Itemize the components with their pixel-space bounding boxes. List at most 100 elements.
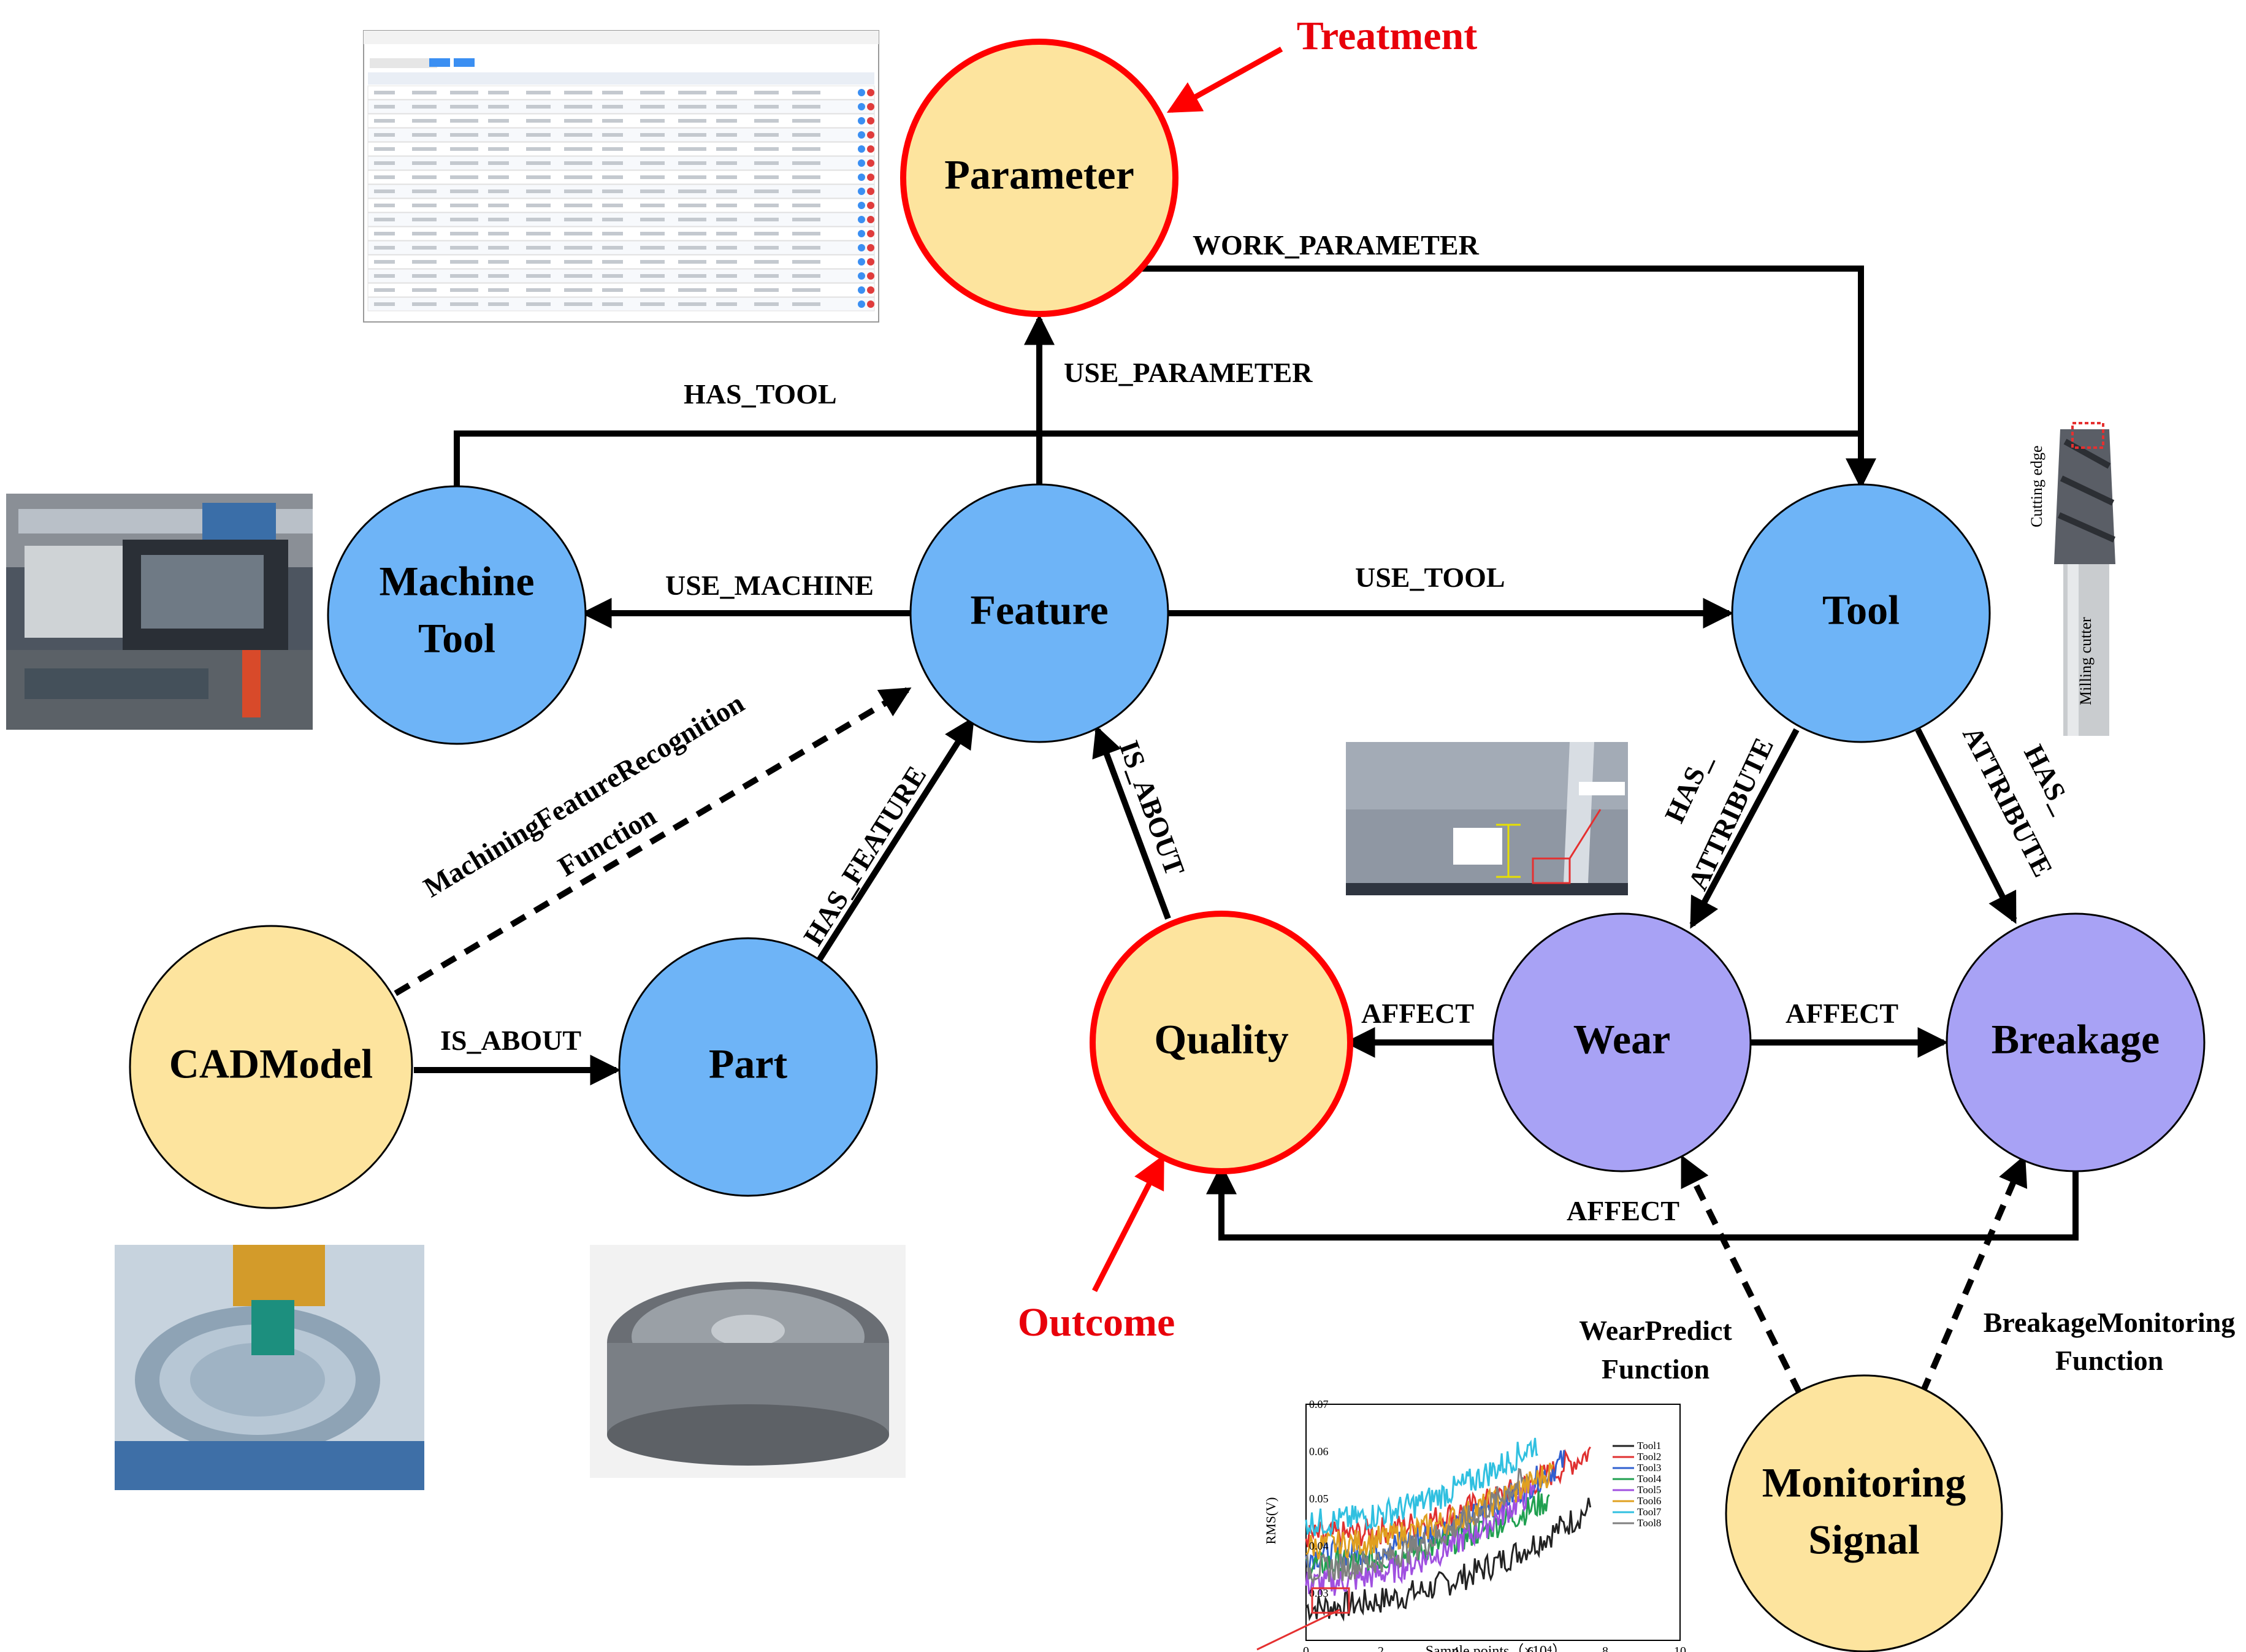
edit-icon[interactable]	[858, 244, 865, 251]
table-cell	[754, 119, 779, 123]
delete-icon[interactable]	[867, 272, 874, 280]
table-cell	[374, 175, 395, 179]
delete-icon[interactable]	[867, 202, 874, 209]
table-cell	[640, 161, 665, 165]
chart-y-tick-label: 0.05	[1309, 1493, 1329, 1505]
edge-label-affect-breakage-quality: AFFECT	[1567, 1195, 1679, 1226]
table-cell	[488, 204, 509, 207]
table-cell	[412, 274, 437, 278]
edit-icon[interactable]	[858, 145, 865, 153]
table-cell	[526, 147, 551, 151]
edge-work-parameter	[1134, 266, 1876, 489]
delete-icon[interactable]	[867, 103, 874, 110]
edit-icon[interactable]	[858, 188, 865, 195]
edit-icon[interactable]	[858, 117, 865, 124]
edit-icon[interactable]	[858, 258, 865, 266]
milling-cutter-photo: Cutting edge Milling cutter	[2028, 422, 2122, 736]
table-cell	[488, 105, 509, 109]
delete-icon[interactable]	[867, 216, 874, 223]
node-parameter[interactable]: Parameter	[900, 39, 1178, 317]
table-cell	[716, 232, 737, 235]
parameter-table-image	[363, 30, 879, 323]
delete-icon[interactable]	[867, 159, 874, 167]
delete-icon[interactable]	[867, 188, 874, 195]
table-cell	[450, 274, 478, 278]
table-cell	[526, 218, 551, 221]
delete-icon[interactable]	[867, 131, 874, 139]
edit-icon[interactable]	[858, 131, 865, 139]
chart-legend-label: Tool3	[1637, 1462, 1661, 1474]
node-wear[interactable]: Wear	[1492, 912, 1752, 1172]
delete-icon[interactable]	[867, 286, 874, 294]
table-cell	[526, 133, 551, 137]
node-breakage[interactable]: Breakage	[1946, 912, 2206, 1172]
table-cell	[374, 302, 395, 306]
node-cadmodel-label: CADModel	[169, 1041, 373, 1087]
edit-icon[interactable]	[858, 230, 865, 237]
table-cell	[716, 91, 737, 94]
edit-icon[interactable]	[858, 103, 865, 110]
table-cell	[678, 161, 706, 165]
table-cell	[602, 91, 623, 94]
table-cell	[678, 189, 706, 193]
node-monitoring-signal[interactable]: Monitoring Signal	[1725, 1374, 2003, 1652]
node-tool-label: Tool	[1822, 587, 1900, 633]
table-cell	[412, 133, 437, 137]
table-cell	[716, 189, 737, 193]
table-cell	[602, 218, 623, 221]
node-parameter-label: Parameter	[944, 151, 1134, 198]
table-cell	[640, 246, 665, 250]
edit-icon[interactable]	[858, 300, 865, 308]
delete-icon[interactable]	[867, 244, 874, 251]
node-quality[interactable]: Quality	[1090, 911, 1353, 1174]
delete-icon[interactable]	[867, 145, 874, 153]
table-cell	[678, 175, 706, 179]
node-feature[interactable]: Feature	[909, 483, 1169, 743]
node-tool[interactable]: Tool	[1731, 483, 1991, 743]
table-cell	[754, 189, 779, 193]
node-part-label: Part	[709, 1041, 788, 1087]
node-cadmodel[interactable]: CADModel	[129, 925, 413, 1209]
delete-icon[interactable]	[867, 230, 874, 237]
outcome-label: Outcome	[1018, 1300, 1175, 1345]
edit-icon[interactable]	[858, 202, 865, 209]
table-cell	[564, 175, 592, 179]
edit-icon[interactable]	[858, 174, 865, 181]
edit-icon[interactable]	[858, 286, 865, 294]
node-machine-tool[interactable]: Machine Tool	[327, 485, 587, 745]
table-cell	[412, 260, 437, 264]
table-cell	[564, 274, 592, 278]
table-cell	[488, 147, 509, 151]
table-cell	[716, 161, 737, 165]
edit-icon[interactable]	[858, 159, 865, 167]
delete-icon[interactable]	[867, 258, 874, 266]
table-cell	[412, 119, 437, 123]
edit-icon[interactable]	[858, 89, 865, 96]
edge-wear-predict	[1680, 1155, 1803, 1395]
table-cell	[488, 246, 509, 250]
delete-icon[interactable]	[867, 117, 874, 124]
table-cell	[716, 288, 737, 292]
table-cell	[488, 189, 509, 193]
table-cell	[640, 133, 665, 137]
edit-icon[interactable]	[858, 272, 865, 280]
table-cell	[754, 91, 779, 94]
table-cell	[526, 288, 551, 292]
delete-icon[interactable]	[867, 89, 874, 96]
delete-icon[interactable]	[867, 300, 874, 308]
table-cell	[412, 218, 437, 221]
node-part[interactable]: Part	[618, 937, 878, 1197]
table-cell	[678, 91, 706, 94]
cad-model-image	[115, 1245, 424, 1490]
table-cell	[526, 260, 551, 264]
chart-y-tick-label: 0.04	[1309, 1540, 1329, 1552]
table-cell	[716, 260, 737, 264]
chart-series-line	[1305, 1437, 1538, 1537]
delete-icon[interactable]	[867, 174, 874, 181]
table-cell	[450, 204, 478, 207]
wear-micrograph-image	[1346, 742, 1628, 895]
edge-label-has-attribute-wear-1: HAS_	[1659, 748, 1717, 827]
table-cell	[602, 147, 623, 151]
edit-icon[interactable]	[858, 216, 865, 223]
table-cell	[488, 161, 509, 165]
